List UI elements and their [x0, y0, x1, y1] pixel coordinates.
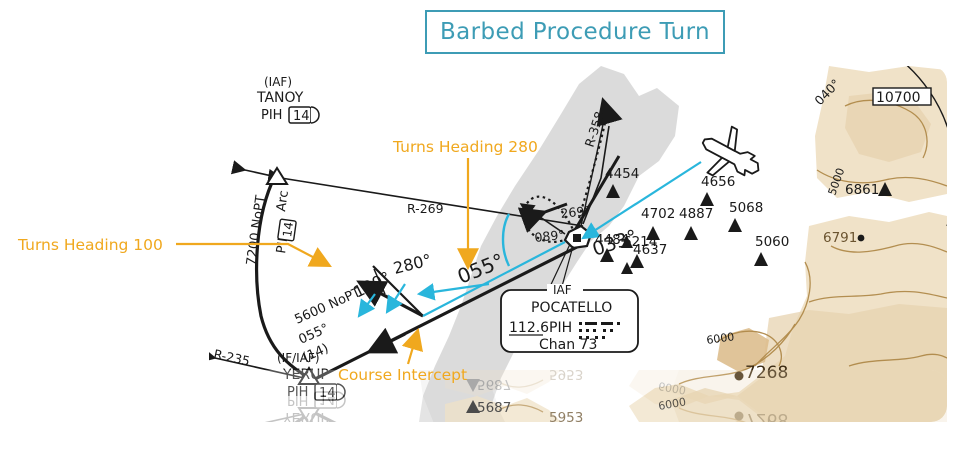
dme-arc: [255, 175, 314, 382]
arc-distance-badge: 14: [277, 218, 297, 242]
yerup-name: YERUP: [282, 367, 329, 383]
elev-4887: 4887: [679, 206, 713, 222]
yerup-facility: PIH: [287, 385, 308, 400]
airplane-icon: [701, 125, 760, 177]
elev-7268: 7268: [745, 363, 788, 383]
elev-5060: 5060: [755, 234, 789, 250]
reflection-fade: [209, 422, 947, 474]
yerup-distance: 14: [319, 386, 336, 401]
elev-4484: 4484: [595, 232, 629, 248]
navaid-channel: Chan 73: [539, 337, 597, 353]
tanoy-prefix: (IAF): [264, 75, 292, 89]
approach-chart-panel: 5000 6000 6000 040° 10700: [209, 66, 947, 422]
elev-6861: 6861: [845, 182, 879, 198]
elev-4454: 4454: [605, 166, 639, 182]
waypoint-label-tanoy: (IAF) TANOY PIH 14: [256, 75, 320, 124]
inbound-course-055: [312, 244, 580, 382]
label-r-235: R-235: [212, 346, 251, 368]
elev-4637: 4637: [633, 242, 667, 258]
approach-chart-graphic: 5000 6000 6000 040° 10700: [209, 66, 947, 422]
yerup-prefix: (IF/IAF): [277, 351, 320, 365]
tanoy-facility: PIH: [261, 108, 282, 123]
navaid-frequency: 112.6: [509, 320, 549, 336]
elev-6214: 6214: [623, 234, 657, 250]
annotation-turns-heading-280: Turns Heading 280: [393, 138, 538, 156]
navaid-name: POCATELLO: [531, 300, 612, 316]
waypoint-tanoy-symbol: [265, 166, 289, 185]
tanoy-distance: 14: [293, 109, 310, 124]
morse-code-glyph: [579, 322, 620, 339]
label-089-course: 089°: [534, 227, 566, 245]
elev-5687: 5687: [477, 400, 511, 416]
page-title: Barbed Procedure Turn: [439, 19, 711, 45]
navaid-role: IAF: [553, 283, 572, 297]
label-r-269: R-269: [407, 201, 444, 216]
elev-6791: 6791: [823, 230, 857, 246]
holding-inbound-arrow: [517, 202, 568, 233]
navaid-identifier: PIH: [549, 320, 572, 336]
tanoy-name: TANOY: [256, 90, 304, 106]
annotation-course-intercept: Course Intercept: [338, 366, 468, 384]
contour-label-6000: 6000: [706, 330, 736, 347]
elev-5953: 5953: [549, 410, 583, 422]
holding-course-labels: 269° 089°: [534, 203, 592, 245]
elev-5068: 5068: [729, 200, 763, 216]
label-arc-distance: 14: [280, 221, 296, 238]
label-269-course: 269°: [560, 203, 592, 221]
label-arc: Arc: [274, 190, 292, 213]
elev-4702: 4702: [641, 206, 675, 222]
page-title-box: Barbed Procedure Turn: [425, 10, 725, 54]
radial-358-arrow: [596, 97, 623, 127]
annotation-turns-heading-100: Turns Heading 100: [18, 236, 163, 254]
aircraft-track: [357, 161, 702, 318]
msa-altitude-label: 10700: [876, 90, 921, 106]
navaid-info-box: IAF POCATELLO 112.6 PIH Chan 73: [500, 245, 639, 353]
elev-4656: 4656: [701, 174, 735, 190]
